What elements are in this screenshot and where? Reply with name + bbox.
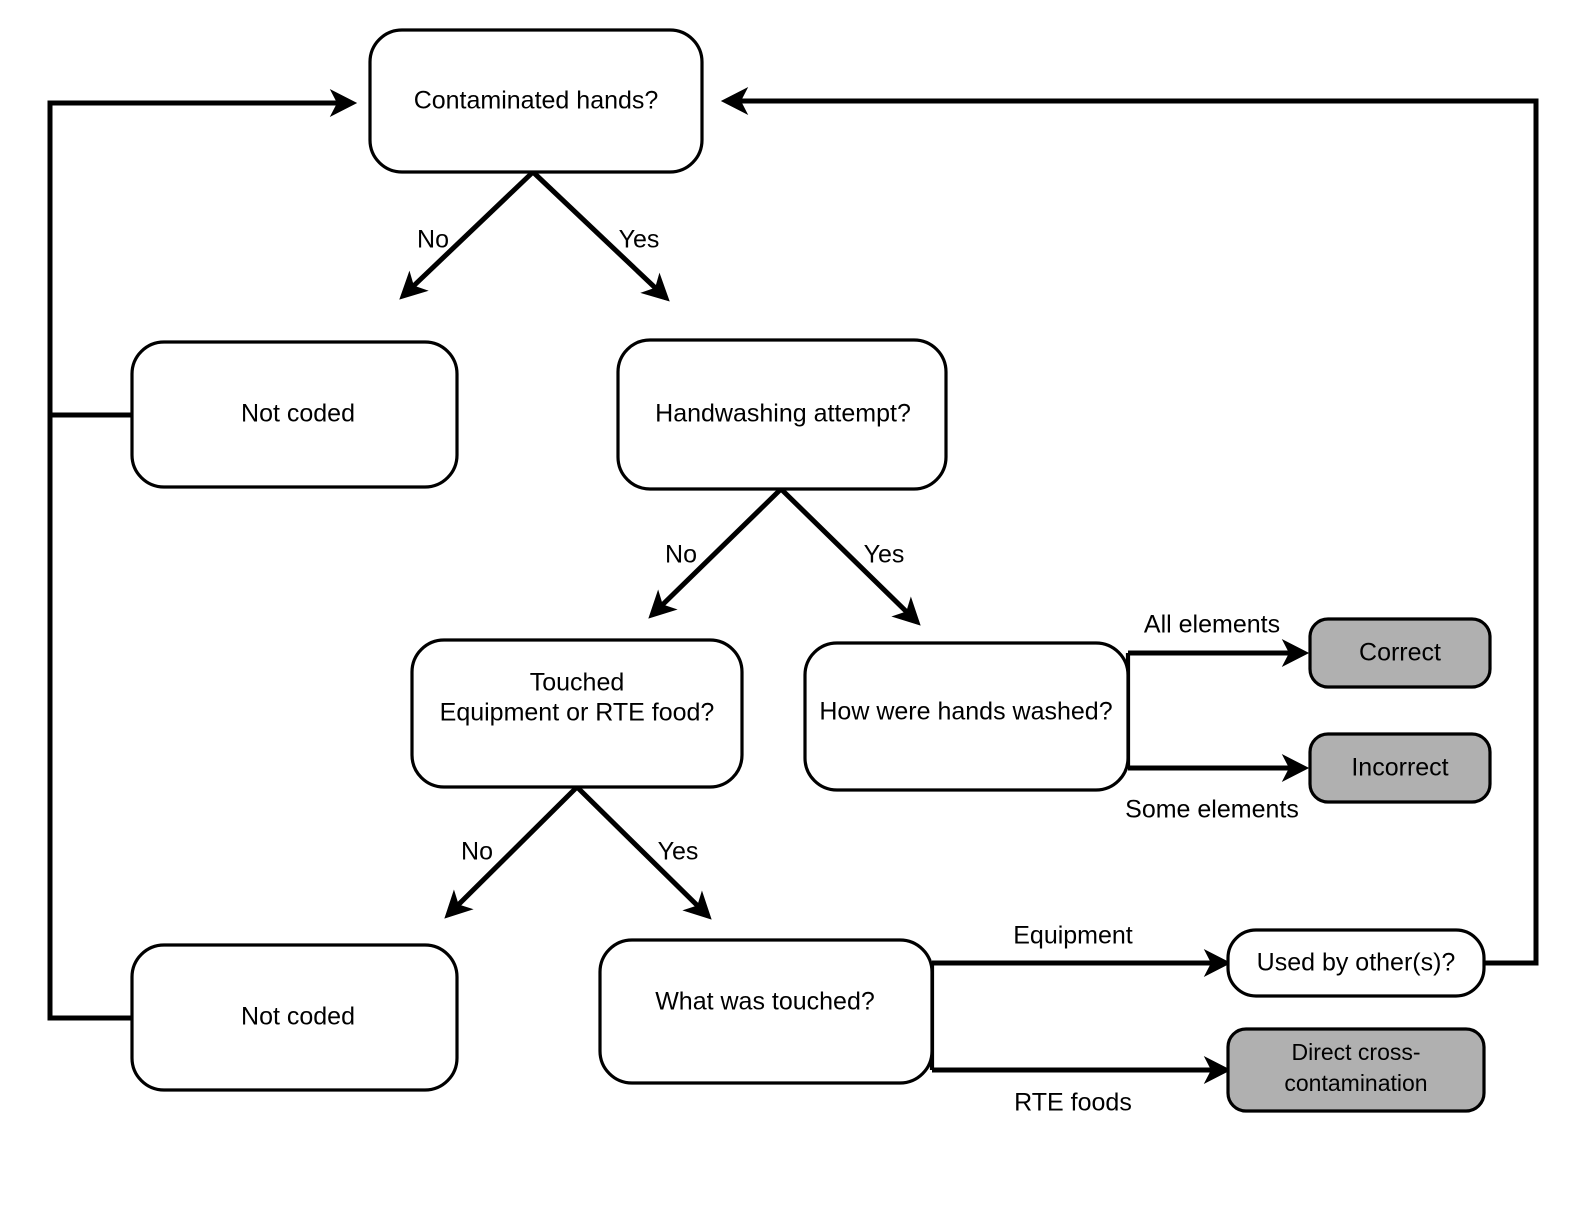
node-how-were-hands-washed[interactable]: How were hands washed? xyxy=(803,641,1130,792)
node-how-were-hands-washed-label: How were hands washed? xyxy=(819,698,1112,726)
node-touched-line1-label: Touched xyxy=(530,669,625,697)
node-not-coded-top-label: Not coded xyxy=(241,400,355,428)
node-handwashing-attempt-label: Handwashing attempt? xyxy=(655,400,911,428)
node-not-coded-bottom-label: Not coded xyxy=(241,1003,355,1031)
edge-label-hands-no: No xyxy=(417,226,449,254)
edge-label-some-elements: Some elements xyxy=(1125,796,1299,824)
edge-label-touched-yes: Yes xyxy=(658,838,699,866)
node-what-was-touched[interactable]: What was touched? xyxy=(598,938,934,1085)
node-contaminated-hands[interactable]: Contaminated hands? xyxy=(368,28,704,174)
node-direct-cross-contamination[interactable]: Direct cross- contamination xyxy=(1226,1027,1486,1113)
node-touched-equipment-or-rte[interactable]: Touched Equipment or RTE food? xyxy=(410,638,744,789)
node-not-coded-bottom[interactable]: Not coded xyxy=(130,943,459,1092)
link-hands-no xyxy=(399,170,535,300)
node-incorrect[interactable]: Incorrect xyxy=(1308,732,1492,804)
node-not-coded-top[interactable]: Not coded xyxy=(130,340,459,489)
node-correct-label: Correct xyxy=(1359,639,1441,667)
link-used-by-others-return xyxy=(720,87,1539,966)
edge-label-handwashing-no: No xyxy=(665,541,697,569)
node-incorrect-label: Incorrect xyxy=(1351,754,1448,782)
node-direct-cross-line1-label: Direct cross- xyxy=(1291,1039,1420,1065)
node-contaminated-hands-label: Contaminated hands? xyxy=(414,87,659,115)
node-used-by-others[interactable]: Used by other(s)? xyxy=(1226,928,1486,998)
node-used-by-others-label: Used by other(s)? xyxy=(1257,949,1456,977)
edge-label-equipment: Equipment xyxy=(1013,922,1133,950)
edge-label-all-elements: All elements xyxy=(1144,611,1280,639)
node-what-was-touched-label: What was touched? xyxy=(655,988,875,1016)
node-direct-cross-line2-label: contamination xyxy=(1284,1070,1427,1096)
link-not-coded-bottom-return xyxy=(47,415,132,1021)
node-touched-line2-label: Equipment or RTE food? xyxy=(440,699,715,727)
edge-label-handwashing-yes: Yes xyxy=(864,541,905,569)
edge-label-touched-no: No xyxy=(461,838,493,866)
link-handwashing-yes xyxy=(779,487,921,626)
node-handwashing-attempt[interactable]: Handwashing attempt? xyxy=(616,338,948,491)
link-touched-no xyxy=(444,785,579,919)
link-handwashing-no xyxy=(648,487,783,619)
node-correct[interactable]: Correct xyxy=(1308,617,1492,689)
link-hands-yes xyxy=(531,170,670,302)
edge-label-hands-yes: Yes xyxy=(619,226,660,254)
edge-label-rte-foods: RTE foods xyxy=(1014,1089,1132,1117)
link-not-coded-top-return xyxy=(47,89,358,418)
link-touched-yes xyxy=(575,785,712,920)
